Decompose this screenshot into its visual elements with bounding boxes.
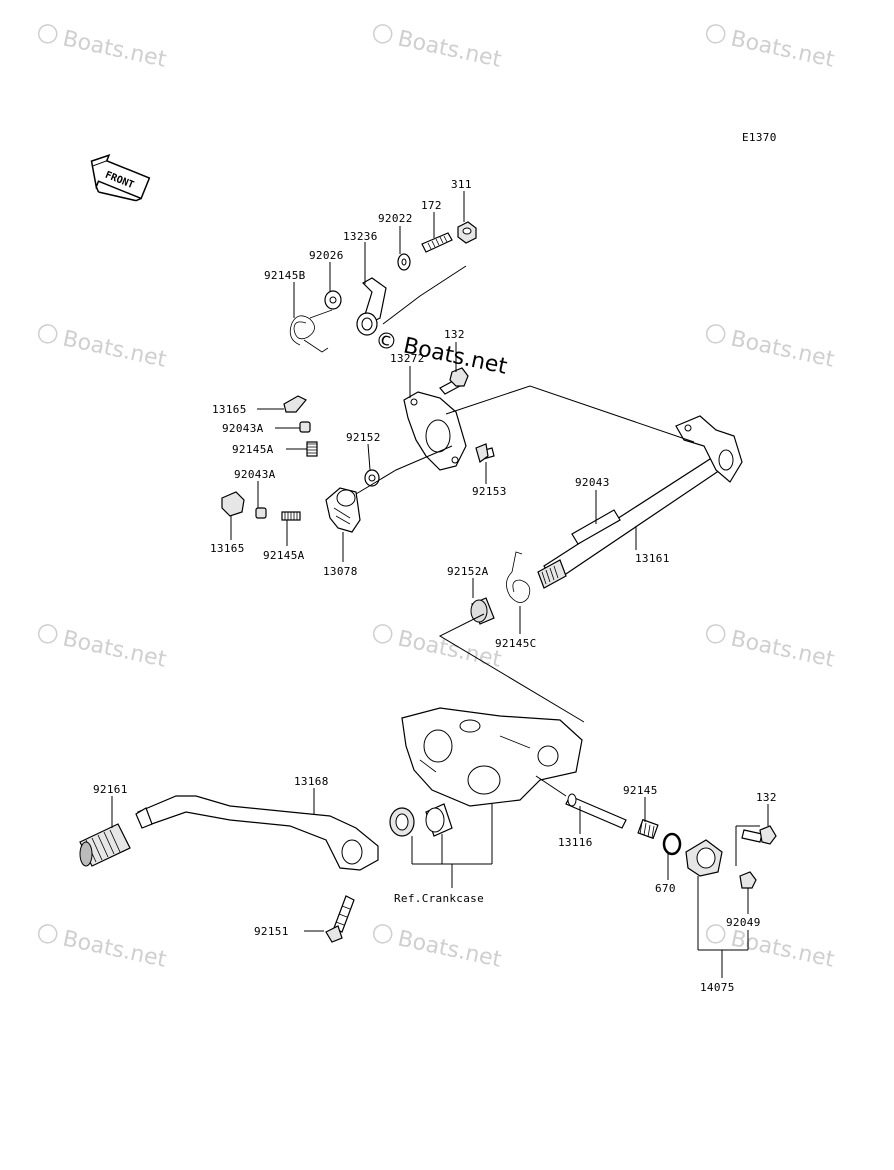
pin-92043 [571,509,621,545]
part-label-92145A-lower: 92145A [263,549,305,562]
watermark: Boats.net [372,924,504,973]
watermark: Boats.net [37,324,169,373]
part-label-132-lower: 132 [756,791,777,804]
part-label-311: 311 [451,178,472,191]
bolt-92153 [475,443,495,464]
needle-bearing [425,803,453,837]
bolt-92151 [325,895,355,943]
part-label-92145C: 92145C [495,637,537,650]
part-label-92022: 92022 [378,212,413,225]
spring-92145B [289,309,333,353]
part-label-13236: 13236 [343,230,378,243]
front-arrow-icon: FRONT [90,154,151,202]
part-label-13078: 13078 [323,565,358,578]
lever-13236 [356,277,387,336]
part-label-13116: 13116 [558,836,593,849]
part-13165-lower [221,491,245,517]
watermark-text: Boats.net [60,326,168,372]
part-label-132-upper: 132 [444,328,465,341]
diagram-code: E1370 [742,131,777,144]
watermark-text: Boats.net [728,626,836,672]
watermark: Boats.net [372,624,504,673]
oil-seal [389,807,415,837]
watermark-text: Boats.net [60,26,168,72]
bolt-132-upper [439,367,469,395]
spring-92145C [506,551,531,603]
ref-crankcase-label: Ref.Crankcase [394,892,484,905]
spring-92145 [637,818,659,840]
watermark: Boats.net [705,324,837,373]
shift-lever-13168 [135,795,379,871]
ratchet-13078 [325,487,361,533]
washer-92022-hole [401,258,407,266]
part-label-92152A: 92152A [447,565,489,578]
center-watermark: © Boats.net [373,327,510,379]
crankcase-section [401,707,583,807]
spring-92145A-upper [306,441,318,457]
watermark-text: Boats.net [395,26,503,72]
pin-92043A-upper [299,421,311,433]
watermark: Boats.net [37,24,169,73]
bracket-14075 [685,839,757,889]
part-label-92145B: 92145B [264,269,306,282]
part-label-92151: 92151 [254,925,289,938]
shaft-13161 [537,415,743,589]
bolt-132-lower [741,825,777,845]
part-label-92145: 92145 [623,784,658,797]
collar-92152A [470,597,495,625]
part-label-92043A-upper: 92043A [222,422,264,435]
watermark-text: Boats.net [60,926,168,972]
watermark: Boats.net [37,624,169,673]
part-13165-upper [283,395,307,413]
spring-92145A-lower [281,511,301,521]
shaft-13116 [565,793,627,829]
part-label-92026: 92026 [309,249,344,262]
washer-92152-hole [368,474,376,482]
part-label-92161: 92161 [93,783,128,796]
watermark-text: Boats.net [395,926,503,972]
part-label-92043A-lower: 92043A [234,468,276,481]
part-label-13161: 13161 [635,552,670,565]
plate-13272 [403,391,467,471]
leader-lines [111,191,769,978]
rubber-92161 [79,823,131,867]
part-label-92153: 92153 [472,485,507,498]
circlip-670 [662,832,682,856]
pin-92043A-lower [255,507,267,519]
watermark: Boats.net [372,24,504,73]
nut-311 [457,221,477,244]
part-label-14075: 14075 [700,981,735,994]
watermark: Boats.net [705,624,837,673]
watermark: Boats.net [705,924,837,973]
watermark: Boats.net [705,24,837,73]
part-label-13165-upper: 13165 [212,403,247,416]
part-label-13168: 13168 [294,775,329,788]
part-labels: 311 172 92022 13236 92026 92145B 132 132… [93,178,777,994]
part-label-670: 670 [655,882,676,895]
part-label-13272: 13272 [390,352,425,365]
washer-92026-hole [329,296,337,304]
part-label-92152: 92152 [346,431,381,444]
part-label-172: 172 [421,199,442,212]
watermark-text: Boats.net [395,626,503,672]
watermark: Boats.net [37,924,169,973]
part-label-92043: 92043 [575,476,610,489]
part-label-92049: 92049 [726,916,761,929]
spring-172 [421,232,453,253]
watermark-text: Boats.net [60,626,168,672]
watermark-text: Boats.net [728,26,836,72]
part-label-13165-lower: 13165 [210,542,245,555]
watermark-text: Boats.net [728,326,836,372]
part-label-92145A-upper: 92145A [232,443,274,456]
